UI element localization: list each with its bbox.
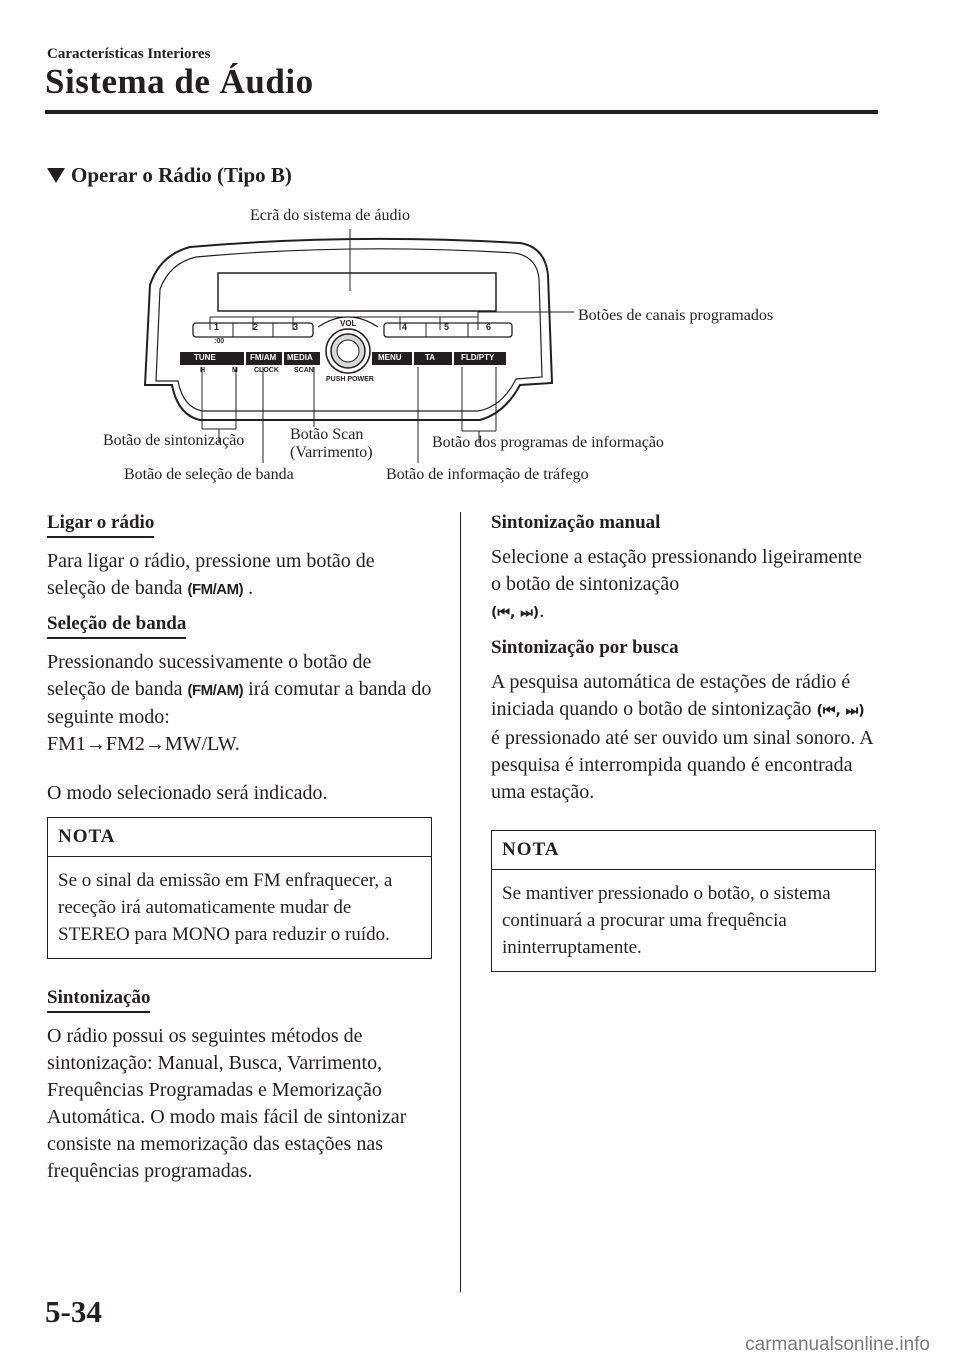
- preset-3-label: 3: [293, 322, 299, 332]
- scan-panel-label: SCAN: [294, 367, 314, 374]
- note-text-right: Se mantiver pressionado o botão, o siste…: [502, 883, 831, 958]
- watermark: carmanualsonline.info: [745, 1334, 930, 1355]
- fldpty-label: FLD/PTY: [461, 353, 495, 362]
- media-label: MEDIA: [287, 353, 313, 362]
- para-sintonizacao-manual: Selecione a estação pressionando ligeira…: [491, 546, 862, 622]
- band-sequence: FM1→FM2→MW/LW.: [47, 733, 240, 755]
- preset-2-label: 2: [253, 322, 259, 332]
- band-callout: Botão de seleção de banda: [124, 466, 294, 483]
- heading-sintonizacao: Sintonização: [47, 987, 151, 1013]
- heading-selecao-banda: Seleção de banda: [47, 613, 187, 639]
- page-title: Sistema de Áudio: [45, 62, 314, 101]
- screen-callout: Ecrã do sistema de áudio: [250, 207, 410, 224]
- radio-panel-illustration: [143, 229, 574, 463]
- para-modo-indicado: O modo selecionado será indicado.: [47, 782, 328, 804]
- scan-callout-line1: Botão Scan: [290, 426, 364, 443]
- presets-callout: Botões de canais programados: [578, 307, 774, 324]
- heading-sintonizacao-busca: Sintonização por busca: [491, 637, 679, 658]
- tune-buttons-icon-2: (⏮, ⏭): [816, 703, 865, 719]
- heading-sintonizacao-manual: Sintonização manual: [491, 512, 661, 533]
- note-title-right: NOTA: [492, 831, 875, 870]
- m-label: M: [232, 367, 238, 374]
- preset-6-label: 6: [486, 322, 492, 332]
- radio-diagram: 1 2 3 4 5 6 :00 VOL TUNE FM/AM MEDIA MEN…: [0, 195, 960, 495]
- section-heading: Operar o Rádio (Tipo B): [47, 163, 292, 188]
- right-column: Sintonização manual Selecione a estação …: [491, 512, 876, 986]
- h-label: H: [200, 367, 206, 374]
- preset-1-label: 1: [214, 322, 220, 332]
- page-number: 5-34: [45, 1294, 102, 1329]
- info-programs-callout: Botão dos programas de informação: [432, 434, 664, 451]
- traffic-callout: Botão de informação de tráfego: [386, 466, 589, 483]
- fmam-key-2: (FM/AM): [187, 682, 244, 699]
- chapter-label: Características Interiores: [47, 46, 211, 62]
- preset-5-label: 5: [444, 322, 450, 332]
- tune-label: TUNE: [194, 353, 216, 362]
- section-heading-text: Operar o Rádio (Tipo B): [71, 163, 292, 187]
- para-selecao-banda: Pressionando sucessivamente o botão de s…: [47, 651, 432, 728]
- note-box-left: NOTA Se o sinal da emissão em FM enfraqu…: [47, 817, 432, 959]
- colon-00-label: :00: [214, 338, 225, 345]
- para-sintonizacao-busca: A pesquisa automática de estações de rád…: [491, 671, 873, 803]
- para-sintonizacao: O rádio possui os seguintes métodos de s…: [47, 1025, 407, 1182]
- column-divider: [460, 512, 461, 1292]
- triangle-bullet-icon: [47, 168, 65, 183]
- menu-label: MENU: [378, 353, 402, 362]
- clock-label: CLOCK: [254, 367, 279, 374]
- vol-label: VOL: [340, 319, 357, 328]
- note-box-right: NOTA Se mantiver pressionado o botão, o …: [491, 830, 876, 972]
- note-text-left: Se o sinal da emissão em FM enfraquecer,…: [58, 870, 393, 945]
- preset-4-label: 4: [402, 322, 408, 332]
- tune-buttons-icon: (⏮, ⏭): [491, 605, 540, 621]
- fmam-key: (FM/AM): [187, 581, 244, 598]
- title-rule: [45, 110, 878, 114]
- para-ligar-radio: Para ligar o rádio, pressione um botão d…: [47, 550, 375, 599]
- heading-ligar-radio: Ligar o rádio: [47, 512, 155, 538]
- ta-label: TA: [425, 353, 436, 362]
- scan-callout-line2: (Varrimento): [290, 444, 373, 461]
- note-title-left: NOTA: [48, 818, 431, 857]
- left-column: Ligar o rádio Para ligar o rádio, pressi…: [47, 512, 432, 1195]
- tuning-callout: Botão de sintonização: [103, 432, 245, 449]
- push-power-label: PUSH POWER: [326, 376, 374, 383]
- fmam-label: FM/AM: [250, 353, 277, 362]
